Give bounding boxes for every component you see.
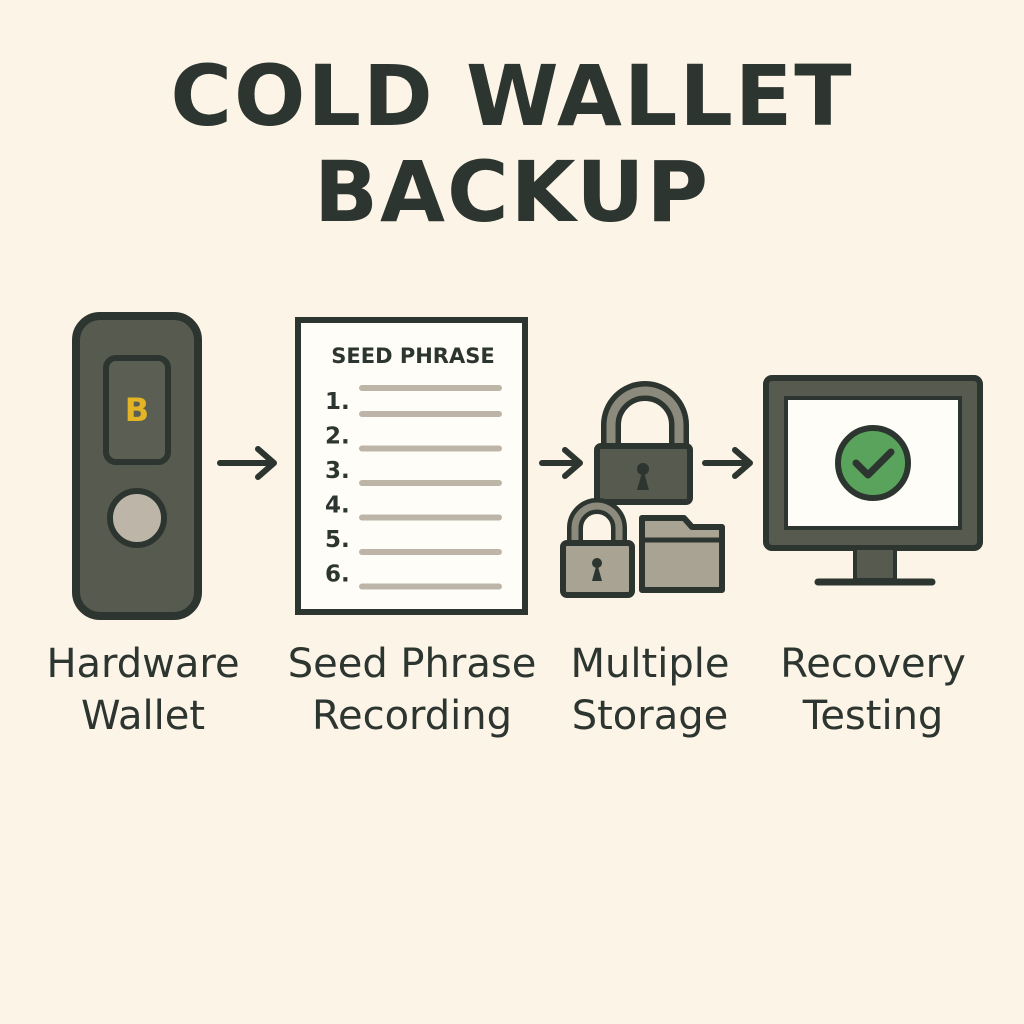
step-label-recovery-testing: Recovery Testing bbox=[760, 638, 986, 742]
wallet-logo-letter: B bbox=[125, 391, 149, 429]
step-label-multiple-storage: Multiple Storage bbox=[552, 638, 748, 742]
seed-phrase-number: 3. bbox=[325, 458, 350, 484]
seed-phrase-document-icon: SEED PHRASE 1. 2. 3. 4. 5. 6. bbox=[295, 317, 528, 615]
padlock-icon bbox=[560, 498, 635, 598]
seed-phrase-heading: SEED PHRASE bbox=[331, 344, 494, 368]
seed-phrase-number: 2. bbox=[325, 424, 350, 450]
diagram-title-line2: BACKUP bbox=[313, 143, 711, 241]
seed-phrase-number: 5. bbox=[325, 527, 350, 553]
hardware-wallet-icon: B bbox=[72, 312, 202, 620]
step-label-line: Recording bbox=[311, 693, 513, 739]
wallet-button bbox=[107, 488, 167, 548]
seed-phrase-lines: 1. 2. 3. 4. 5. 6. bbox=[325, 385, 502, 590]
step-label-line: Seed Phrase bbox=[287, 641, 537, 687]
step-label-line: Wallet bbox=[80, 693, 206, 739]
seed-phrase-number: 6. bbox=[325, 562, 350, 588]
step-label-line: Recovery bbox=[780, 641, 966, 687]
step-label-hardware-wallet: Hardware Wallet bbox=[30, 638, 256, 742]
arrow-right-icon bbox=[217, 446, 277, 480]
arrow-right-icon bbox=[539, 447, 583, 479]
diagram-title-line1: COLD WALLET bbox=[170, 47, 854, 145]
step-label-line: Storage bbox=[571, 693, 729, 739]
step-label-line: Multiple bbox=[570, 641, 730, 687]
folder-icon bbox=[639, 515, 725, 593]
step-label-line: Hardware bbox=[46, 641, 240, 687]
step-label-line: Testing bbox=[802, 693, 944, 739]
arrow-right-icon bbox=[702, 447, 753, 479]
checkmark-icon bbox=[835, 425, 911, 501]
monitor-icon bbox=[763, 375, 983, 586]
seed-phrase-number: 1. bbox=[325, 389, 350, 415]
padlock-icon bbox=[594, 381, 693, 505]
step-label-seed-phrase: Seed Phrase Recording bbox=[272, 638, 552, 742]
seed-phrase-number: 4. bbox=[325, 493, 350, 519]
